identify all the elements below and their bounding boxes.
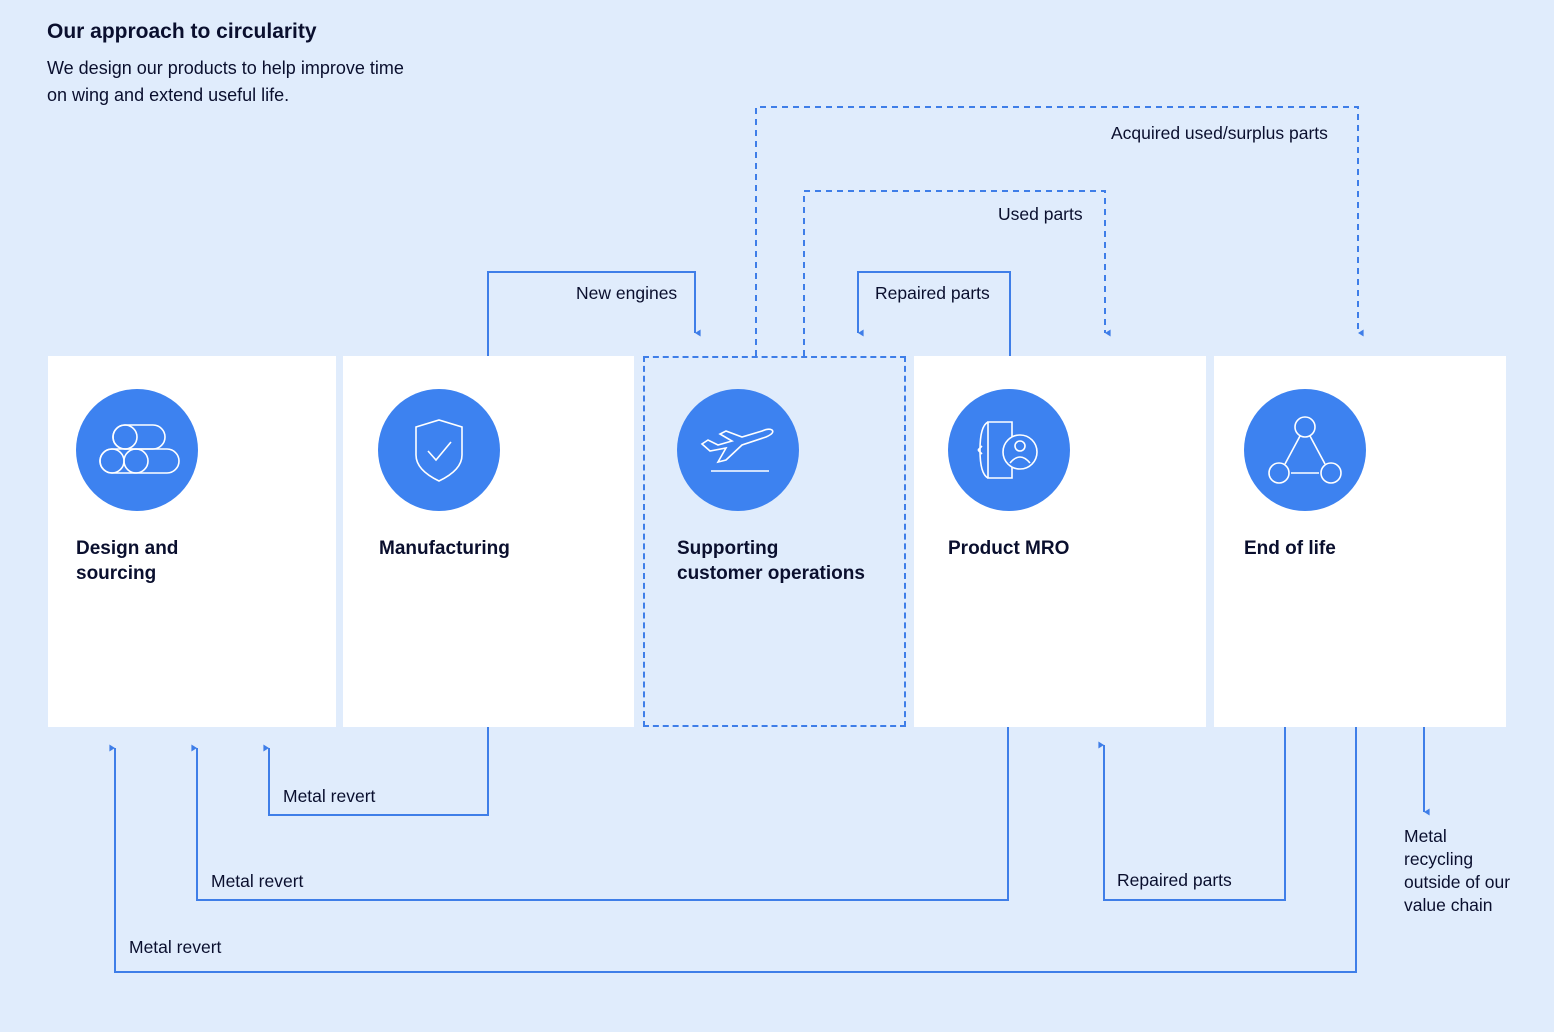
stage-label: Supporting customer operations [677,538,865,584]
acquired-parts-label: Acquired used/surplus parts [1111,123,1328,143]
page-title: Our approach to circularity [47,20,317,43]
metal-revert-label: Metal revert [211,871,304,891]
repaired-parts-bottom-arrow [1098,727,1286,901]
repaired-parts-bottom-label: Repaired parts [1117,870,1232,890]
metal-revert-3-arrow [109,727,1357,973]
stage-label: Design and sourcing [76,538,179,584]
stage-card-design-sourcing: Design and sourcing [48,356,336,727]
metal-revert-1-arrow [263,727,489,816]
network-nodes-icon [1244,389,1366,511]
new-engines-arrow [487,271,701,356]
repaired-parts-top-label: Repaired parts [875,283,990,303]
acquired-parts-arrow [755,106,1364,356]
new-engines-label: New engines [576,283,678,303]
metal-revert-2-arrow [191,727,1009,901]
repaired-parts-top-arrow [857,271,1011,356]
shield-check-icon [378,389,500,511]
used-parts-label: Used parts [998,204,1083,224]
metal-revert-label: Metal revert [129,937,222,957]
stage-label: Product MRO [948,538,1070,559]
metal-recycling-label: Metal recycling outside of our value cha… [1404,826,1511,915]
stage-card-product-mro: Product MRO [914,356,1206,727]
page-subtitle: We design our products to help improve t… [47,58,404,105]
stage-card-customer-operations: Supporting customer operations [643,356,906,727]
stage-card-manufacturing: Manufacturing [343,356,634,727]
used-parts-arrow [803,190,1111,356]
stage-label: Manufacturing [379,538,510,559]
engine-technician-icon [948,389,1070,511]
pipes-icon [76,389,198,511]
airplane-takeoff-icon [677,389,799,511]
stage-card-end-of-life: End of life [1214,356,1506,727]
metal-revert-label: Metal revert [283,786,376,806]
stage-label: End of life [1244,538,1336,559]
